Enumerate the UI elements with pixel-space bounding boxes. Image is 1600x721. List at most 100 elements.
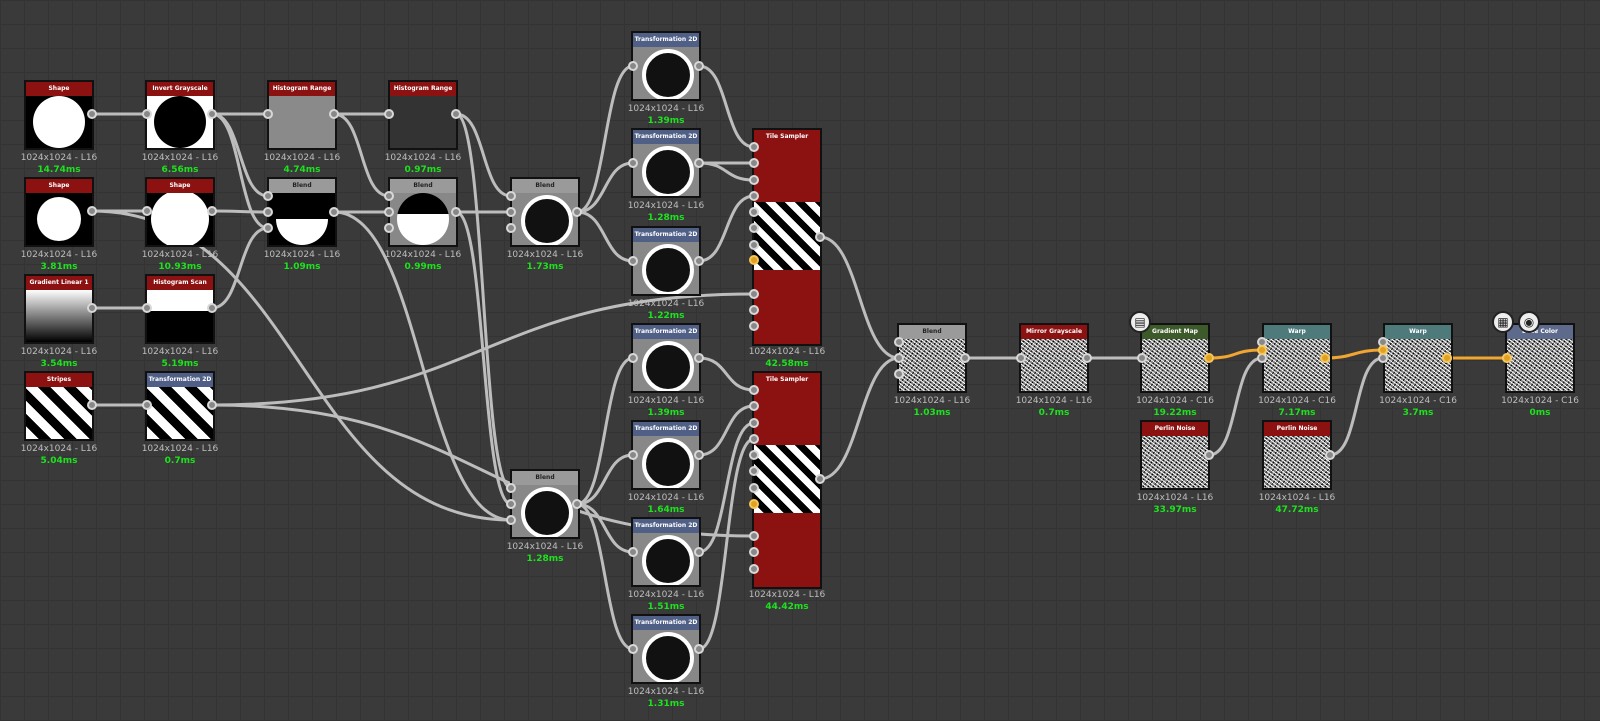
- node-histogram-scan[interactable]: Histogram Scan 1024x1024 - L16 5.19ms: [142, 274, 218, 369]
- node-blend-1[interactable]: Blend 1024x1024 - L16 1.09ms: [264, 177, 340, 272]
- node-transformation-2d-2[interactable]: Transformation 2D 1024x1024 - L16 1.28ms: [628, 128, 704, 223]
- node-port[interactable]: [207, 303, 217, 313]
- node-port[interactable]: [142, 206, 152, 216]
- node-port[interactable]: [628, 61, 638, 71]
- node-port[interactable]: [506, 515, 516, 525]
- node-port[interactable]: [572, 499, 582, 509]
- node-port-color[interactable]: [749, 499, 759, 509]
- node-port[interactable]: [506, 207, 516, 217]
- node-port[interactable]: [87, 400, 97, 410]
- node-port[interactable]: [87, 109, 97, 119]
- node-port[interactable]: [142, 303, 152, 313]
- node-port[interactable]: [87, 206, 97, 216]
- node-port[interactable]: [1137, 353, 1147, 363]
- node-blend-3[interactable]: Blend 1024x1024 - L16 1.73ms: [507, 177, 583, 272]
- node-port[interactable]: [506, 191, 516, 201]
- node-port[interactable]: [749, 207, 759, 217]
- node-warp-1[interactable]: Warp 1024x1024 - C16 7.17ms: [1258, 323, 1336, 418]
- node-port[interactable]: [1325, 450, 1335, 460]
- node-histogram-range-2[interactable]: Histogram Range 1024x1024 - L16 0.97ms: [385, 80, 461, 175]
- node-transformation-2d-7[interactable]: Transformation 2D 1024x1024 - L16 1.31ms: [628, 614, 704, 709]
- node-port-color[interactable]: [1204, 353, 1214, 363]
- node-port[interactable]: [1204, 450, 1214, 460]
- node-port[interactable]: [749, 305, 759, 315]
- node-stripes[interactable]: Stripes 1024x1024 - L16 5.04ms: [21, 371, 97, 466]
- node-transformation-2d-3[interactable]: Transformation 2D 1024x1024 - L16 1.22ms: [628, 226, 704, 321]
- node-port[interactable]: [384, 109, 394, 119]
- node-port[interactable]: [329, 207, 339, 217]
- node-port[interactable]: [694, 256, 704, 266]
- node-port[interactable]: [749, 175, 759, 185]
- node-port[interactable]: [1082, 353, 1092, 363]
- node-port[interactable]: [263, 109, 273, 119]
- node-port[interactable]: [1016, 353, 1026, 363]
- node-port[interactable]: [142, 400, 152, 410]
- node-port[interactable]: [506, 499, 516, 509]
- node-transformation-2d-1[interactable]: Transformation 2D 1024x1024 - L16 1.39ms: [628, 31, 704, 126]
- node-port[interactable]: [694, 547, 704, 557]
- node-transformation-2d-5[interactable]: Transformation 2D 1024x1024 - L16 1.64ms: [628, 420, 704, 515]
- node-blend-5[interactable]: Blend 1024x1024 - L16 1.03ms: [894, 323, 970, 418]
- node-port[interactable]: [694, 158, 704, 168]
- node-port[interactable]: [894, 337, 904, 347]
- node-port[interactable]: [694, 353, 704, 363]
- node-port-color[interactable]: [1320, 353, 1330, 363]
- node-port[interactable]: [451, 109, 461, 119]
- node-histogram-range-1[interactable]: Histogram Range 1024x1024 - L16 4.74ms: [264, 80, 340, 175]
- node-port[interactable]: [207, 206, 217, 216]
- node-port[interactable]: [960, 353, 970, 363]
- node-gradient-linear[interactable]: Gradient Linear 1 1024x1024 - L16 3.54ms: [21, 274, 97, 369]
- node-port[interactable]: [749, 450, 759, 460]
- node-port[interactable]: [894, 353, 904, 363]
- node-port[interactable]: [628, 547, 638, 557]
- node-port-color[interactable]: [749, 255, 759, 265]
- node-invert-grayscale[interactable]: Invert Grayscale 1024x1024 - L16 6.56ms: [142, 80, 218, 175]
- node-port[interactable]: [384, 191, 394, 201]
- checker-icon[interactable]: ▦: [1492, 311, 1514, 333]
- node-port[interactable]: [87, 303, 97, 313]
- node-port-color[interactable]: [1378, 345, 1388, 355]
- node-port[interactable]: [749, 240, 759, 250]
- node-port[interactable]: [749, 547, 759, 557]
- node-port[interactable]: [815, 232, 825, 242]
- node-port[interactable]: [506, 223, 516, 233]
- node-port[interactable]: [628, 256, 638, 266]
- node-port[interactable]: [384, 207, 394, 217]
- node-port[interactable]: [263, 191, 273, 201]
- node-port[interactable]: [384, 223, 394, 233]
- node-port[interactable]: [749, 321, 759, 331]
- node-port[interactable]: [749, 466, 759, 476]
- node-port[interactable]: [628, 644, 638, 654]
- node-port[interactable]: [451, 207, 461, 217]
- node-blend-2[interactable]: Blend 1024x1024 - L16 0.99ms: [385, 177, 461, 272]
- node-shape-1[interactable]: Shape 1024x1024 - L16 14.74ms: [21, 80, 97, 175]
- cube-icon[interactable]: ◉: [1518, 311, 1540, 333]
- node-port[interactable]: [263, 207, 273, 217]
- node-port[interactable]: [894, 369, 904, 379]
- node-port[interactable]: [749, 531, 759, 541]
- node-mirror-grayscale[interactable]: Mirror Grayscale 1024x1024 - L16 0.7ms: [1016, 323, 1092, 418]
- node-port-color[interactable]: [1442, 353, 1452, 363]
- node-port[interactable]: [572, 207, 582, 217]
- node-port[interactable]: [694, 644, 704, 654]
- node-port[interactable]: [628, 450, 638, 460]
- node-gradient-map[interactable]: Gradient Map 1024x1024 - C16 19.22ms: [1136, 323, 1214, 418]
- node-shape-2[interactable]: Shape 1024x1024 - L16 3.81ms: [21, 177, 97, 272]
- node-shape-3[interactable]: Shape 1024x1024 - L16 10.93ms: [142, 177, 218, 272]
- node-port[interactable]: [628, 158, 638, 168]
- node-port[interactable]: [749, 142, 759, 152]
- node-port[interactable]: [749, 191, 759, 201]
- node-transformation-2d-4[interactable]: Transformation 2D 1024x1024 - L16 1.39ms: [628, 323, 704, 418]
- node-port[interactable]: [749, 223, 759, 233]
- node-transformation-2d-6[interactable]: Transformation 2D 1024x1024 - L16 1.51ms: [628, 517, 704, 612]
- node-port[interactable]: [749, 401, 759, 411]
- node-transformation-2d-a[interactable]: Transformation 2D 1024x1024 - L16 0.7ms: [142, 371, 218, 466]
- node-perlin-noise-2[interactable]: Perlin Noise 1024x1024 - L16 47.72ms: [1259, 420, 1335, 515]
- node-port[interactable]: [749, 158, 759, 168]
- node-port[interactable]: [749, 289, 759, 299]
- node-warp-2[interactable]: Warp 1024x1024 - C16 3.7ms: [1379, 323, 1457, 418]
- node-port-color[interactable]: [1502, 353, 1512, 363]
- node-port[interactable]: [749, 418, 759, 428]
- node-blend-4[interactable]: Blend 1024x1024 - L16 1.28ms: [507, 469, 583, 564]
- node-base-color-output[interactable]: Base Color 1024x1024 - C16 0ms: [1501, 323, 1579, 418]
